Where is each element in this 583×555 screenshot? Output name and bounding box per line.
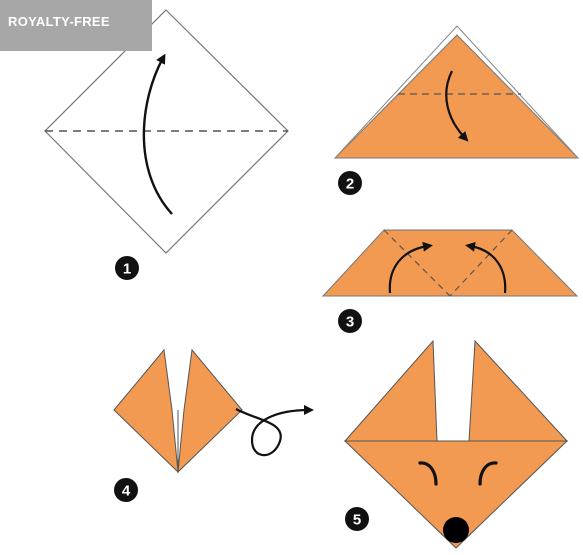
step-1-number: 1 bbox=[123, 261, 131, 278]
step-5-diagram bbox=[345, 341, 567, 548]
royalty-free-watermark: ROYALTY-FREE bbox=[0, 0, 152, 51]
step-4-left-flap bbox=[114, 350, 178, 472]
step-4-turn-over-arrow-icon bbox=[236, 409, 309, 455]
step-4-diagram bbox=[114, 350, 309, 472]
step-5-left-ear bbox=[345, 341, 437, 441]
step-3-number: 3 bbox=[346, 314, 354, 331]
step-2-paper-triangle bbox=[335, 35, 578, 158]
step-2-number-badge: 2 bbox=[338, 171, 362, 195]
step-1-number-badge: 1 bbox=[115, 256, 139, 280]
step-4-number-badge: 4 bbox=[114, 478, 138, 502]
step-4-number: 4 bbox=[122, 483, 131, 500]
step-5-number: 5 bbox=[353, 512, 361, 529]
step-5-number-badge: 5 bbox=[345, 507, 369, 531]
step-2-number: 2 bbox=[346, 176, 354, 193]
step-5-nose-icon bbox=[443, 517, 469, 543]
step-5-right-ear bbox=[469, 341, 567, 441]
step-3-paper-trapezoid bbox=[323, 230, 577, 296]
royalty-free-label: ROYALTY-FREE bbox=[8, 14, 110, 29]
step-2-diagram bbox=[335, 26, 578, 158]
step-4-right-flap bbox=[178, 350, 242, 472]
step-3-diagram bbox=[323, 230, 577, 296]
step-3-number-badge: 3 bbox=[338, 309, 362, 333]
